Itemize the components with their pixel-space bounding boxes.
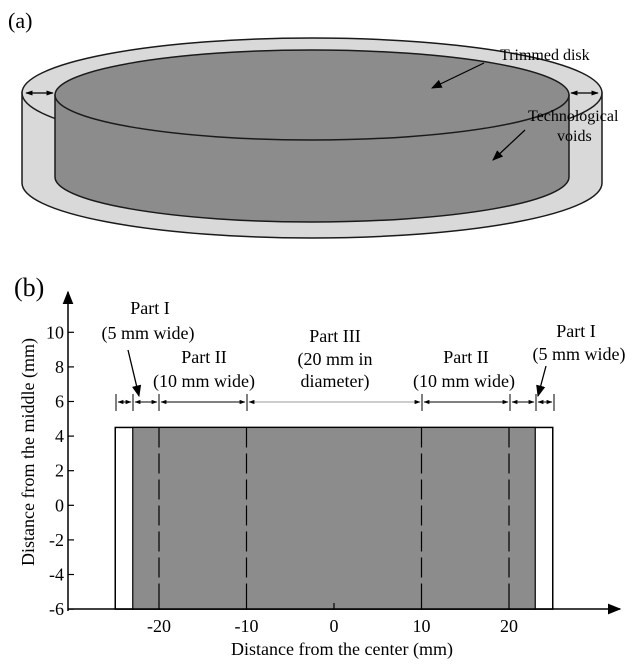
left-part1-pointer (127, 349, 142, 398)
trimmed-region (132, 426, 536, 610)
left-part1-title: Part I (130, 298, 170, 318)
y-tick-label: 10 (46, 322, 64, 342)
right-part1-pointer (536, 365, 547, 398)
voids-pointer (492, 129, 526, 161)
part3-line2: (20 mm in (298, 349, 373, 370)
y-tick-label: 2 (55, 461, 64, 481)
x-axis-ticks: -20 -10 0 10 20 (147, 603, 518, 636)
x-tick-label: -10 (235, 616, 259, 636)
right-part1-title: Part I (556, 321, 596, 341)
left-part2-title: Part II (181, 347, 226, 367)
right-part1-width: (5 mm wide) (533, 344, 626, 365)
y-tick-label: 6 (55, 392, 64, 412)
right-part2-width: (10 mm wide) (413, 371, 515, 392)
part3-line3: diameter) (301, 371, 370, 392)
panel-a-label: (a) (8, 8, 32, 33)
y-tick-label: 0 (55, 495, 64, 515)
panel-b-label: (b) (14, 273, 44, 302)
y-tick-label: -6 (49, 599, 64, 619)
part-dividers (158, 427, 510, 610)
trimmed-disk-label: Trimmed disk (500, 47, 590, 64)
part3-title: Part III (309, 326, 360, 346)
voids-label-line1: Technological (528, 108, 619, 125)
x-tick-label: 0 (330, 616, 339, 636)
x-tick-label: -20 (147, 616, 171, 636)
right-part2-title: Part II (443, 347, 488, 367)
x-tick-label: 10 (413, 616, 431, 636)
left-part2-width: (10 mm wide) (153, 371, 255, 392)
y-tick-label: 4 (55, 426, 64, 446)
y-axis-label: Distance from the middle (mm) (18, 338, 39, 566)
left-part1-width: (5 mm wide) (102, 323, 195, 344)
x-tick-label: 20 (500, 616, 518, 636)
trimmed-disk-pointer (431, 62, 485, 89)
trimmed-disk-top (54, 49, 570, 141)
y-axis-ticks: -6 -4 -2 0 2 4 6 8 10 (46, 322, 74, 619)
y-tick-label: -4 (49, 565, 64, 585)
panel-a: (a) Trimmed disk Technological voids (8, 8, 619, 239)
y-tick-label: -2 (49, 530, 64, 550)
dimension-ticks (115, 394, 555, 411)
voids-label-line2: voids (557, 128, 592, 145)
x-axis-label: Distance from the center (mm) (231, 639, 453, 660)
y-tick-label: 8 (55, 357, 64, 377)
